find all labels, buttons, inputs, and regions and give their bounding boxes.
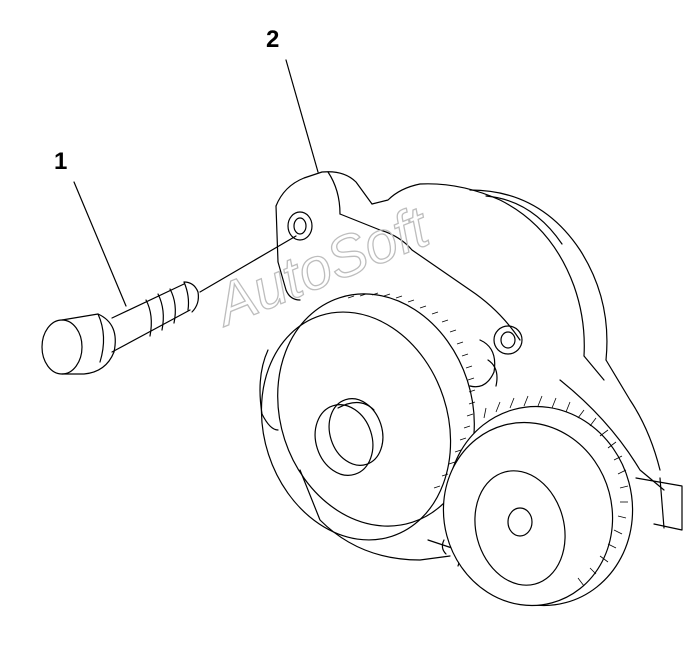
bolt — [41, 281, 199, 375]
pump-housing — [259, 171, 683, 567]
driven-gear — [442, 395, 634, 607]
watermark-text: AutoSoft — [204, 193, 440, 339]
drive-gear — [260, 292, 476, 541]
leader-line-1 — [73, 181, 127, 307]
callout-label-2: 2 — [266, 26, 280, 53]
callout-label-1: 1 — [54, 148, 68, 175]
bolt-axis-line — [199, 235, 297, 293]
leader-line-2 — [285, 59, 319, 173]
